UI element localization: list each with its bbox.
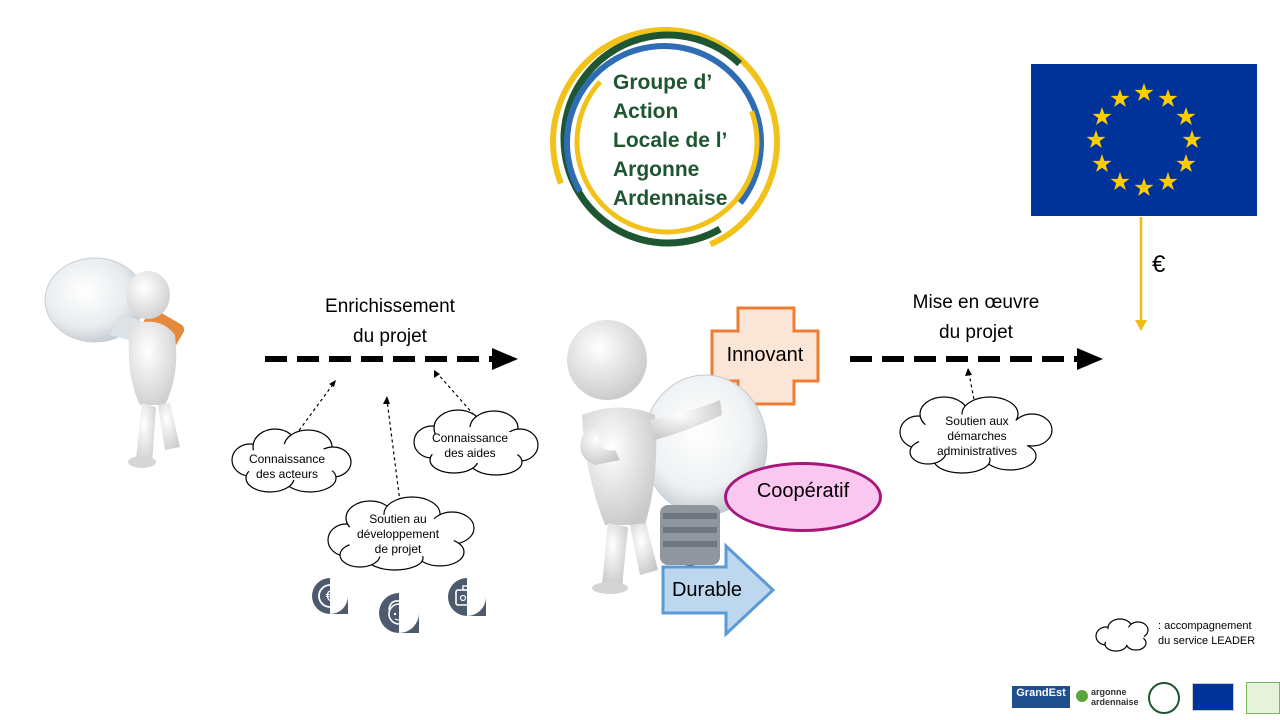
figure-carrying-bulb <box>40 255 225 485</box>
logo-line: Argonne <box>613 158 700 181</box>
cloud-text-line: des acteurs <box>255 467 319 481</box>
person-face-icon <box>378 592 420 634</box>
leader-logo <box>1246 682 1280 714</box>
durable-label: Durable <box>671 579 743 601</box>
grandest-logo: GrandEst <box>1012 686 1070 708</box>
flow-left-title: Enrichissement du projet <box>280 292 500 352</box>
cloud-aides-text: Connaissance des aides <box>415 431 525 461</box>
cooperatif-ellipse <box>724 462 882 532</box>
figure-with-big-bulb <box>560 305 780 600</box>
eu-stars <box>1086 83 1202 196</box>
cloud-text-line: de projet <box>374 542 422 556</box>
cloud-soutien-dev <box>327 496 475 571</box>
eu-mini-flag <box>1192 683 1234 711</box>
argonne-text: argonne <box>1091 687 1127 697</box>
flow-right-line2: du projet <box>939 322 1013 343</box>
footer-logos: GrandEst argonne ardennaise <box>1012 682 1280 720</box>
gal-mini-logo <box>1148 682 1180 714</box>
innovant-label: Innovant <box>726 344 804 366</box>
legend-text: : accompagnement du service LEADER <box>1158 619 1255 649</box>
cloud-legend-icon <box>1095 618 1149 652</box>
svg-text:€: € <box>326 589 335 605</box>
legend-line1: : accompagnement <box>1158 620 1252 632</box>
cooperatif-label: Coopératif <box>756 480 850 502</box>
argonne-mark-icon <box>1076 690 1088 702</box>
durable-arrow <box>660 542 776 638</box>
cloud-text-line: démarches <box>947 429 1007 443</box>
cloud-acteurs <box>231 428 352 493</box>
flow-left-line1: Enrichissement <box>325 296 455 317</box>
gal-logo-text: Groupe d’ Action Locale de l’ Argonne Ar… <box>613 68 763 213</box>
logo-line: Ardennaise <box>613 187 728 210</box>
cloud-aides <box>413 409 539 476</box>
logo-line: Locale de l’ <box>613 129 728 152</box>
argonne-text-2: ardennaise <box>1091 697 1139 707</box>
argonne-logo: argonne ardennaise <box>1076 686 1146 710</box>
flow-right-line1: Mise en œuvre <box>912 292 1040 313</box>
logo-line: Groupe d’ <box>613 71 713 94</box>
cloud-text-line: Soutien au <box>369 512 427 526</box>
cloud-text-line: développement <box>356 527 440 541</box>
cloud-soutien-admin-text: Soutien aux démarches administratives <box>912 414 1042 459</box>
cloud-soutien-admin <box>899 396 1053 474</box>
eu-flag <box>1031 64 1257 216</box>
cloud-text-line: Connaissance <box>248 452 326 466</box>
legend-line2: du service LEADER <box>1158 635 1256 647</box>
cloud-text-line: Connaissance <box>431 431 509 445</box>
euro-coin-icon: € <box>311 577 349 615</box>
flow-right-title: Mise en œuvre du projet <box>866 288 1086 348</box>
cloud-soutien-dev-text: Soutien au développement de projet <box>338 512 458 557</box>
cloud-text-line: Soutien aux <box>945 414 1009 428</box>
cloud-text-line: administratives <box>936 444 1018 458</box>
cloud-text-line: des aides <box>444 446 496 460</box>
cloud-acteurs-text: Connaissance des acteurs <box>232 452 342 482</box>
flow-left-line2: du projet <box>353 326 427 347</box>
grandest-text: GrandEst <box>1016 687 1066 699</box>
gal-logo: Groupe d’ Action Locale de l’ Argonne Ar… <box>550 25 785 260</box>
innovant-shape <box>710 306 820 406</box>
logo-line: Action <box>613 100 679 123</box>
briefcase-icon <box>447 577 487 617</box>
euro-symbol: € <box>1152 251 1166 278</box>
